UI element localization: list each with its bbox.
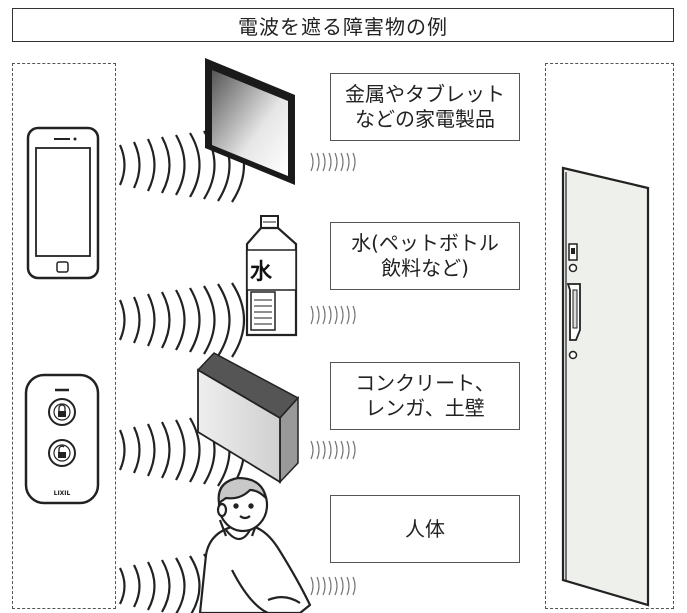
weak-wave-icon	[310, 152, 356, 596]
smartphone-icon	[26, 126, 100, 280]
remote-key-brand: LIXIL	[54, 490, 71, 497]
door-icon	[561, 166, 650, 607]
obstacle-label-appliances: 金属やタブレット などの家電製品	[330, 73, 520, 141]
obstacle-label-concrete: コンクリート、 レンガ、土壁	[330, 362, 520, 430]
obstacle-label-human: 人体	[330, 495, 520, 563]
diagram-title: 電波を遮る障害物の例	[12, 8, 674, 42]
obstacle-label-water: 水(ペットボトル 飲料など)	[330, 222, 520, 290]
receiver-zone	[545, 63, 674, 609]
concrete-block-icon	[196, 352, 300, 484]
water-bottle-icon	[245, 215, 298, 337]
sender-zone	[12, 63, 116, 609]
tablet-icon	[205, 58, 295, 185]
remote-key-icon	[24, 373, 100, 505]
bottle-label-mark: 水	[250, 260, 273, 285]
person-icon	[198, 476, 312, 613]
